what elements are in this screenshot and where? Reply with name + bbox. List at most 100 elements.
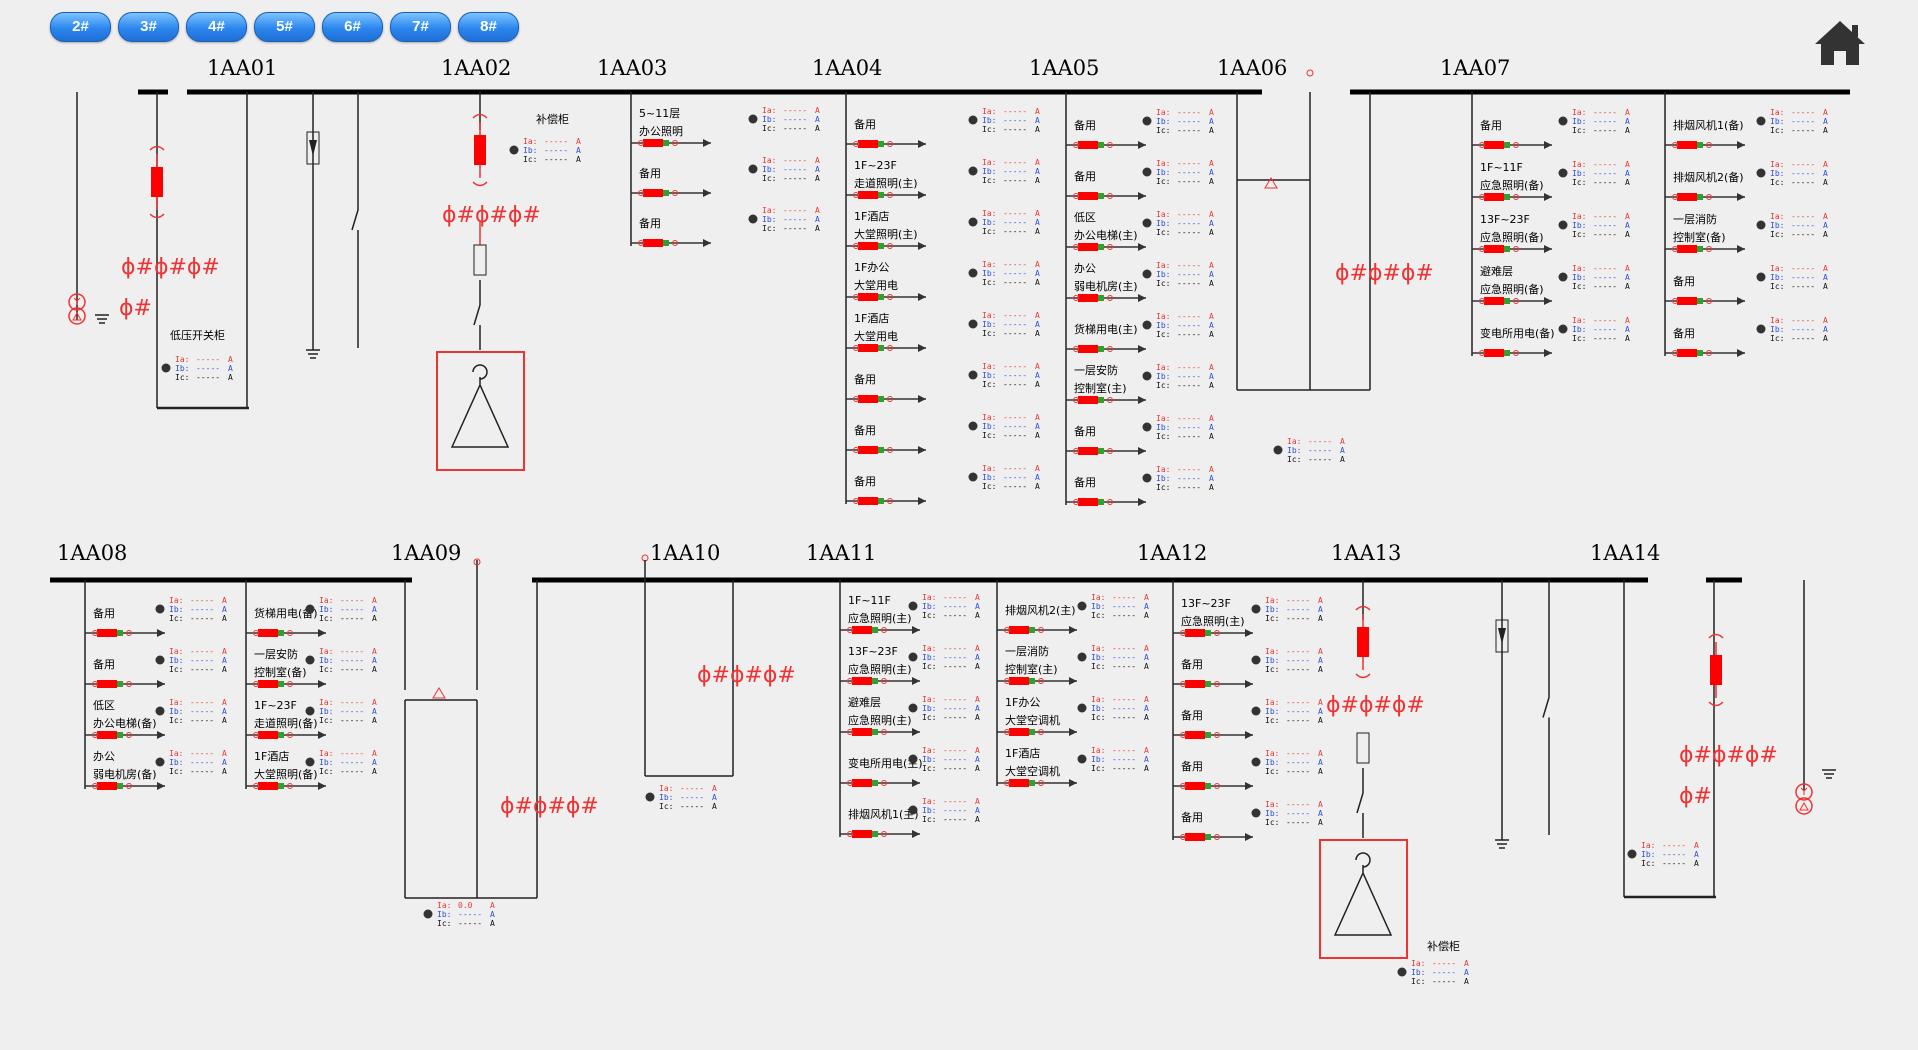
feeder-label: 备用 [1181, 810, 1203, 824]
disconnect-switch[interactable] [1542, 580, 1550, 835]
feeder-breaker[interactable] [1665, 141, 1745, 149]
current-transformer-symbol: ɸ#ɸ#ɸ# [1679, 743, 1778, 768]
phase-value: ----- [1286, 809, 1310, 818]
feeder-label: 一层消防 [1673, 212, 1717, 226]
tab-3-transformer[interactable]: 3# [118, 12, 179, 42]
feeder-breaker[interactable] [1472, 245, 1552, 253]
phase-value: ----- [1177, 108, 1201, 117]
feeder-breaker[interactable] [1173, 833, 1253, 841]
phase-unit: A [975, 695, 980, 704]
feeder-breaker[interactable] [840, 728, 920, 736]
phase-value: ----- [1003, 209, 1027, 218]
feeder-breaker[interactable] [997, 677, 1077, 685]
feeder-breaker[interactable] [846, 446, 926, 454]
cabinet-label-1AA14: 1AA14 [1590, 541, 1660, 565]
feeder-breaker[interactable] [846, 293, 926, 301]
feeder-breaker[interactable] [997, 626, 1077, 634]
feeder-breaker[interactable] [840, 626, 920, 634]
indicator-dot [1077, 652, 1087, 662]
feeder-breaker[interactable] [1066, 498, 1146, 506]
phase-value: ----- [1286, 707, 1310, 716]
phase-unit: A [1823, 160, 1828, 169]
indicator-dot [1251, 706, 1261, 716]
feeder-breaker[interactable] [85, 680, 165, 688]
main-breaker[interactable] [1355, 605, 1371, 679]
indicator-dot [1558, 116, 1568, 126]
feeder-breaker[interactable] [1665, 193, 1745, 201]
phase-value: ----- [1432, 977, 1456, 986]
feeder-breaker[interactable] [846, 242, 926, 250]
main-breaker[interactable] [472, 113, 488, 187]
feeder-breaker[interactable] [997, 728, 1077, 736]
feeder-breaker[interactable] [631, 139, 711, 147]
phase-unit: A [1464, 959, 1469, 968]
feeder-breaker[interactable] [1066, 192, 1146, 200]
indicator-dot [1558, 324, 1568, 334]
feeder-breaker[interactable] [1173, 629, 1253, 637]
indicator-dot [1077, 601, 1087, 611]
feeder-breaker[interactable] [1066, 294, 1146, 302]
feeder-label: 一层安防 [1074, 363, 1118, 377]
phase-unit: A [1035, 473, 1040, 482]
feeder-breaker[interactable] [840, 779, 920, 787]
feeder-breaker[interactable] [1665, 245, 1745, 253]
current-readout: Ia:-----AIb:-----AIc:-----A [1251, 596, 1323, 623]
feeder-breaker[interactable] [246, 629, 326, 637]
main-breaker[interactable] [1708, 633, 1724, 707]
phase-label: Ib: [437, 910, 451, 919]
home-icon[interactable] [1812, 18, 1868, 68]
feeder-breaker[interactable] [846, 140, 926, 148]
feeder-breaker[interactable] [1066, 345, 1146, 353]
phase-unit: A [1318, 767, 1323, 776]
tab-7-transformer[interactable]: 7# [390, 12, 451, 42]
feeder-breaker[interactable] [246, 782, 326, 790]
feeder-breaker[interactable] [846, 497, 926, 505]
phase-unit: A [1035, 311, 1040, 320]
feeder-breaker[interactable] [1173, 782, 1253, 790]
phase-unit: A [222, 767, 227, 776]
feeder-breaker[interactable] [1066, 141, 1146, 149]
feeder-breaker[interactable] [846, 395, 926, 403]
feeder-breaker[interactable] [846, 191, 926, 199]
phase-value: ----- [1177, 432, 1201, 441]
feeder-breaker[interactable] [840, 677, 920, 685]
phase-value: ----- [1003, 158, 1027, 167]
tab-2-transformer[interactable]: 2# [50, 12, 111, 42]
phase-unit: A [576, 137, 581, 146]
phase-unit: A [975, 815, 980, 824]
feeder-breaker[interactable] [1173, 731, 1253, 739]
main-breaker[interactable] [149, 145, 165, 219]
tab-6-transformer[interactable]: 6# [322, 12, 383, 42]
feeder-breaker[interactable] [1472, 349, 1552, 357]
feeder-breaker[interactable] [246, 731, 326, 739]
feeder-breaker[interactable] [246, 680, 326, 688]
feeder-breaker[interactable] [631, 189, 711, 197]
phase-unit: A [372, 758, 377, 767]
feeder-breaker[interactable] [1173, 680, 1253, 688]
feeder-label: 1F~23F [854, 159, 897, 172]
feeder-breaker[interactable] [85, 629, 165, 637]
disconnect-switch[interactable] [351, 92, 359, 348]
feeder-breaker[interactable] [1472, 297, 1552, 305]
feeder-breaker[interactable] [846, 344, 926, 352]
feeder-breaker[interactable] [1472, 193, 1552, 201]
feeder-breaker[interactable] [1472, 141, 1552, 149]
feeder-breaker[interactable] [85, 782, 165, 790]
phase-unit: A [372, 749, 377, 758]
feeder-breaker[interactable] [85, 731, 165, 739]
feeder-breaker[interactable] [1066, 396, 1146, 404]
feeder-breaker[interactable] [1665, 349, 1745, 357]
feeder-breaker[interactable] [1665, 297, 1745, 305]
tab-8-transformer[interactable]: 8# [458, 12, 519, 42]
feeder-breaker[interactable] [1066, 447, 1146, 455]
current-readout: Ia:-----AIb:-----AIc:-----A [1558, 316, 1630, 343]
feeder-breaker[interactable] [1066, 243, 1146, 251]
disconnect-switch[interactable] [1356, 768, 1364, 838]
phase-unit: A [1625, 212, 1630, 221]
tab-4-transformer[interactable]: 4# [186, 12, 247, 42]
disconnect-switch[interactable] [473, 280, 481, 350]
feeder-breaker[interactable] [840, 830, 920, 838]
feeder-breaker[interactable] [997, 779, 1077, 787]
tab-5-transformer[interactable]: 5# [254, 12, 315, 42]
feeder-breaker[interactable] [631, 239, 711, 247]
